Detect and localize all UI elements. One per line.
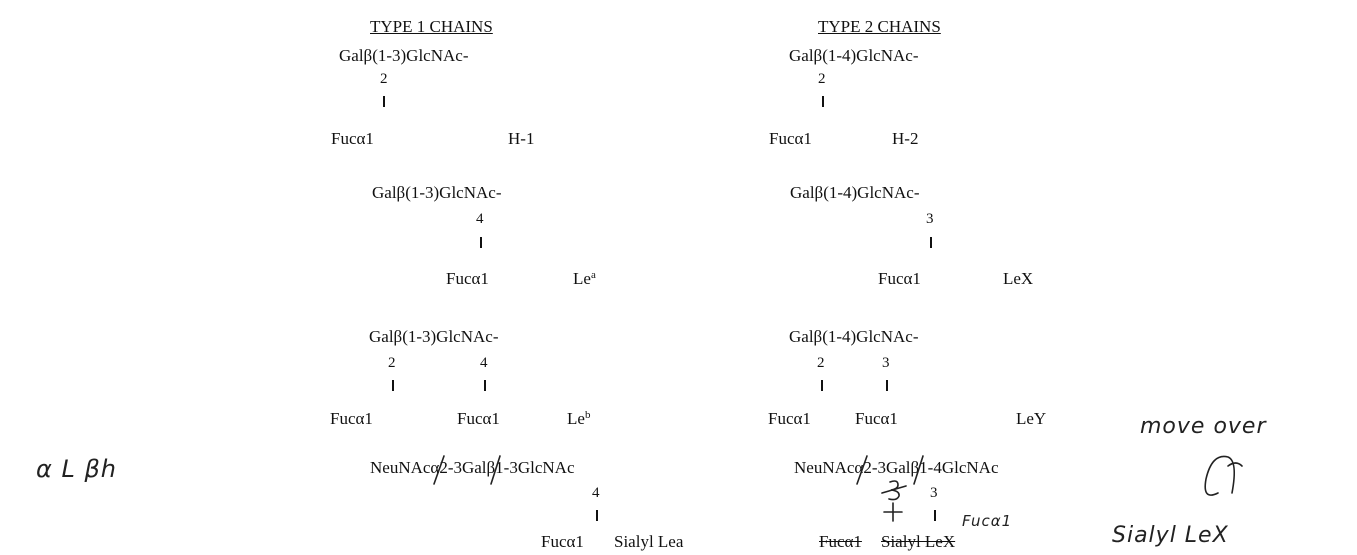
h2-chain: Galβ(1-4)GlcNAc- (789, 46, 919, 65)
h1-fucose: Fucα1 (331, 129, 374, 148)
h2-bond (822, 96, 824, 107)
slex-fucose: Fucα1 (819, 532, 862, 551)
ley-bond-1 (821, 380, 823, 391)
slea-chain: NeuNAcα2-3Galβ1-3GlcNAc (370, 458, 575, 477)
slex-chain: NeuNAcα2-3Galβ1-4GlcNAc (794, 458, 999, 477)
arrow-tail (1227, 462, 1243, 467)
ley-chain: Galβ(1-4)GlcNAc- (789, 327, 919, 346)
ley-position-2: 3 (882, 355, 890, 371)
leb-label: Leb (567, 409, 591, 428)
scribbled-number (888, 480, 900, 501)
leb-fucose-2: Fucα1 (457, 409, 500, 428)
h2-label: H-2 (892, 129, 919, 148)
slea-position: 4 (592, 485, 600, 501)
lea-chain: Galβ(1-3)GlcNAc- (372, 183, 502, 202)
slex-bond (934, 510, 936, 521)
leb-position-1: 2 (388, 355, 396, 371)
handwritten-fuc-scribble: Fucα1 (962, 512, 1013, 530)
ley-fucose-1: Fucα1 (768, 409, 811, 428)
ley-position-1: 2 (817, 355, 825, 371)
ley-label: LeY (1016, 409, 1047, 428)
handwritten-sialyl-lex: Sialyl LeX (1112, 523, 1229, 548)
type1-heading: TYPE 1 CHAINS (370, 17, 493, 36)
h1-position: 2 (380, 71, 388, 87)
handwritten-left-note: α L βh (36, 455, 117, 483)
ley-fucose-2: Fucα1 (855, 409, 898, 428)
lea-bond (480, 237, 482, 248)
h2-position: 2 (818, 71, 826, 87)
lex-position: 3 (926, 211, 934, 227)
handwritten-move-over: move over (1140, 414, 1267, 439)
leb-bond-1 (392, 380, 394, 391)
lea-label: Lea (573, 269, 596, 288)
slea-bond (596, 510, 598, 521)
leb-chain: Galβ(1-3)GlcNAc- (369, 327, 499, 346)
h1-chain: Galβ(1-3)GlcNAc- (339, 46, 469, 65)
h1-label: H-1 (508, 129, 535, 148)
slea-fucose: Fucα1 (541, 532, 584, 551)
plus-mark (883, 502, 903, 522)
strike-line (881, 485, 907, 494)
lex-fucose: Fucα1 (878, 269, 921, 288)
slea-label: Sialyl Lea (614, 532, 684, 551)
h1-bond (383, 96, 385, 107)
lex-chain: Galβ(1-4)GlcNAc- (790, 183, 920, 202)
lea-fucose: Fucα1 (446, 269, 489, 288)
lex-label: LeX (1003, 269, 1034, 288)
type2-heading: TYPE 2 CHAINS (818, 17, 941, 36)
leb-fucose-1: Fucα1 (330, 409, 373, 428)
arrow-curve (1204, 455, 1236, 496)
leb-position-2: 4 (480, 355, 488, 371)
leb-bond-2 (484, 380, 486, 391)
slex-label: Sialyl LeX (881, 532, 956, 551)
ley-bond-2 (886, 380, 888, 391)
lea-position: 4 (476, 211, 484, 227)
slex-position: 3 (930, 485, 938, 501)
lex-bond (930, 237, 932, 248)
h2-fucose: Fucα1 (769, 129, 812, 148)
